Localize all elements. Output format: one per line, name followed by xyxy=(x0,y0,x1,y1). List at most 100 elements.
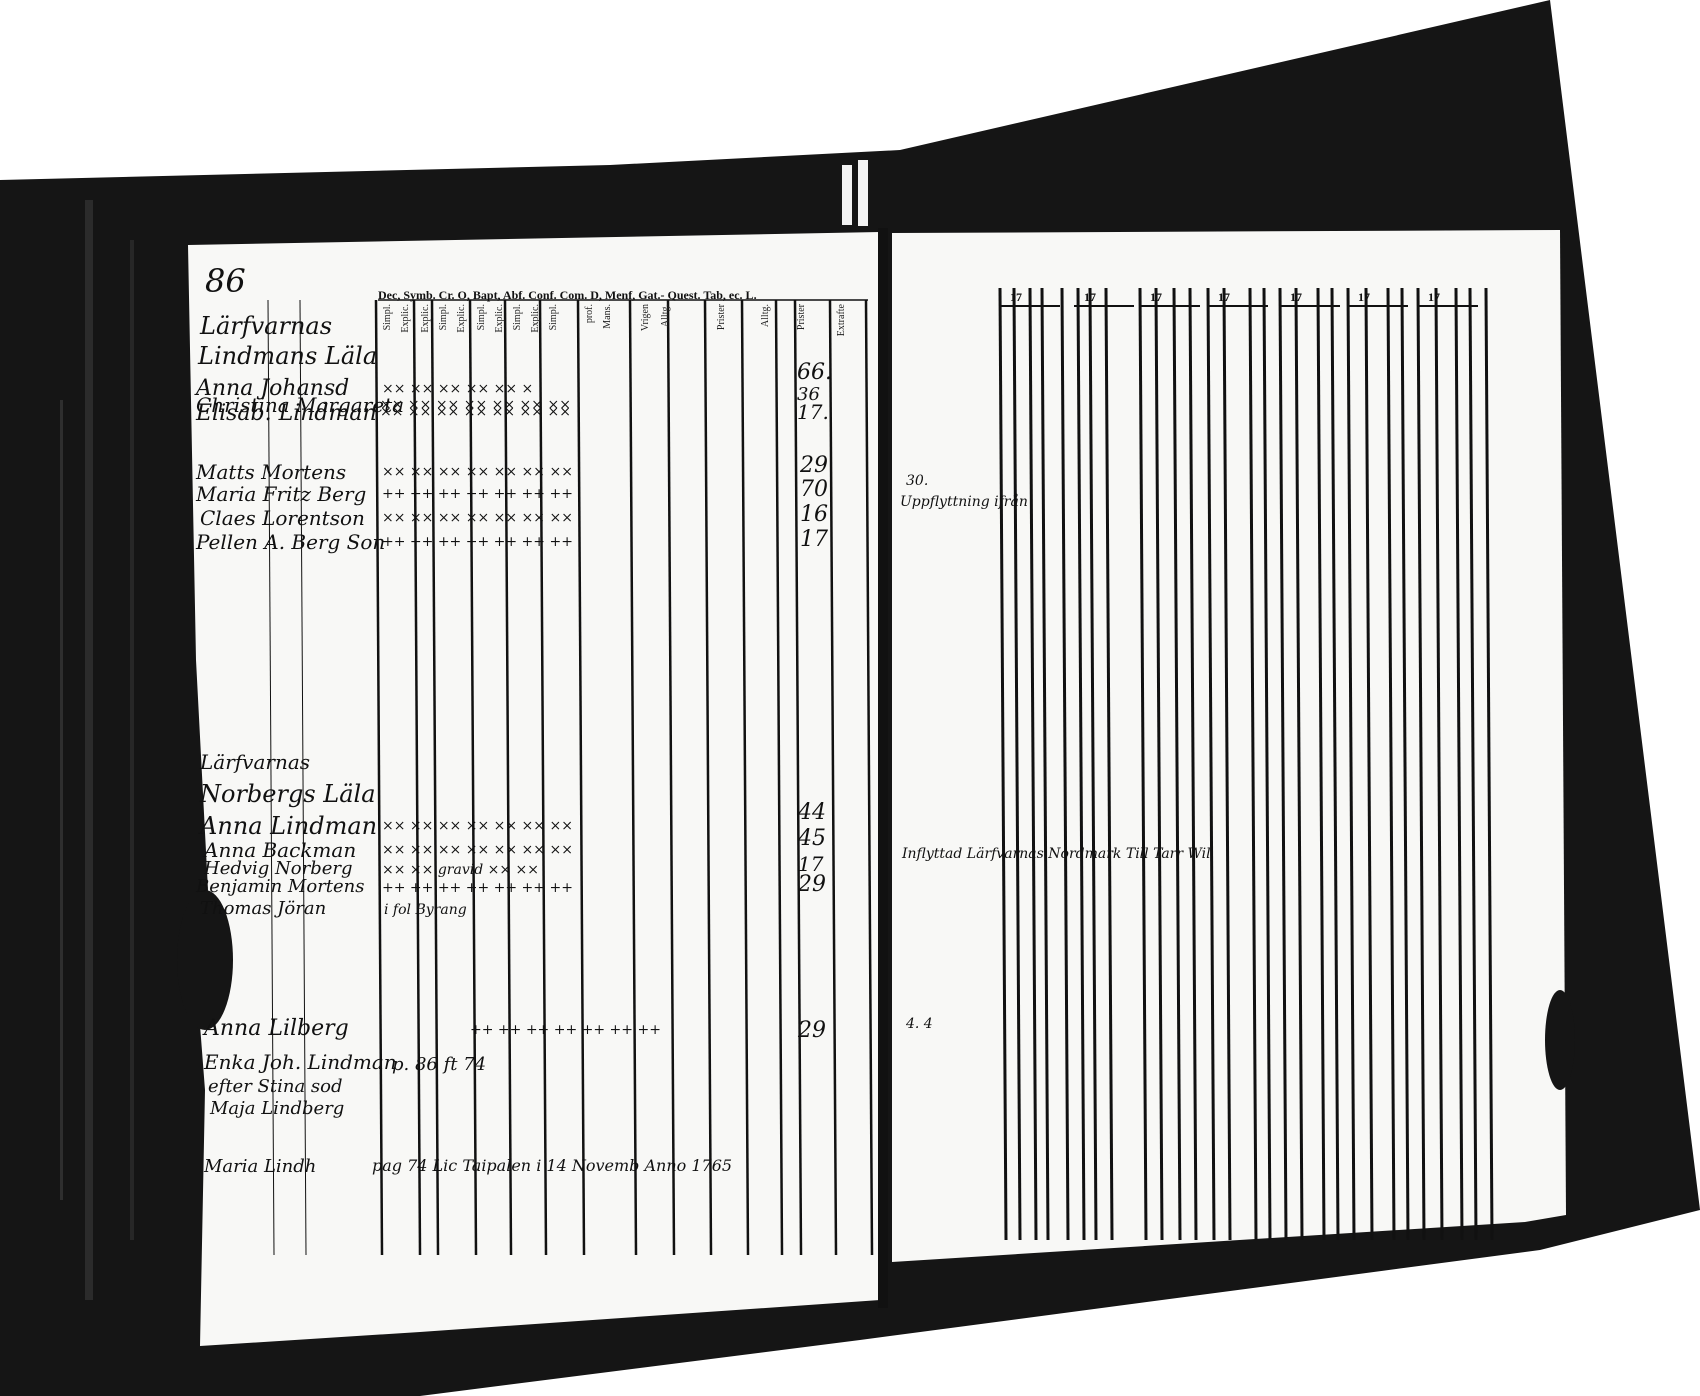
right-column-rule xyxy=(1364,287,1374,1241)
g3-r3-name: Hedvig Norberg xyxy=(204,858,353,879)
group3-heading: Lärfvarnas xyxy=(200,750,311,774)
g2-r1-name: Matts Mortens xyxy=(196,460,347,484)
sub-header: Simpl. xyxy=(512,304,523,331)
right-column-rule xyxy=(1416,287,1426,1241)
left-column-rule xyxy=(864,299,874,1256)
g4-r1-name: Anna Lilberg xyxy=(204,1016,349,1041)
right-column-rule xyxy=(1088,287,1098,1241)
g2-r1-marks: ×× ×× ×× ×× ×× ×× ×× xyxy=(382,464,573,480)
g2-r3-num: 16 xyxy=(800,502,828,527)
g4-right-note: 4. 4 xyxy=(906,1016,933,1032)
right-column-rule xyxy=(1012,287,1022,1241)
right-column-rule xyxy=(1154,287,1164,1241)
year-header: 17 xyxy=(1010,290,1022,304)
group1-farm: Lindmans Läla xyxy=(198,342,378,370)
right-column-rule xyxy=(1188,287,1198,1241)
g1-r1-marks: ×× ×× ×× ×× ×× × xyxy=(382,381,534,397)
right-column-rule xyxy=(1248,287,1258,1241)
right-column-rule xyxy=(1434,287,1444,1241)
right-column-rule xyxy=(1262,287,1272,1241)
g3-r4-marks: ++ ++ ++ ++ ++ ++ ++ xyxy=(382,880,573,896)
g2-right-num: 30. xyxy=(906,473,929,489)
sub-header: Simpl. xyxy=(548,304,559,331)
sub-header: prof. xyxy=(584,304,595,324)
right-column-rule xyxy=(1278,287,1288,1241)
g2-r4-name: Pellen A. Berg Son xyxy=(196,530,386,554)
group3-farm: Norbergs Läla xyxy=(200,780,376,808)
year-header: 17 xyxy=(1290,290,1302,304)
right-column-rule xyxy=(1104,287,1114,1241)
right-column-rule xyxy=(1454,287,1464,1241)
left-column-rule xyxy=(538,299,548,1256)
g3-r2-name: Anna Backman xyxy=(204,838,357,862)
sub-header: Alltg. xyxy=(660,304,671,328)
right-column-rule xyxy=(1206,287,1216,1241)
left-column-rule xyxy=(740,299,750,1256)
g1-r3-num: 17. xyxy=(797,400,829,424)
g2-r2-marks: ++ ++ ++ ++ ++ ++ ++ xyxy=(382,486,573,502)
g3-r4-num: 29 xyxy=(798,872,826,897)
g3-right-note: Inflyttad Lärfvarnas Nordmark Till Tarr … xyxy=(902,846,1211,862)
left-column-rule xyxy=(793,299,803,1256)
group1-heading: Lärfvarnas xyxy=(200,312,333,340)
g5-name: Maria Lindh xyxy=(204,1156,317,1177)
year-header: 17 xyxy=(1150,290,1162,304)
right-column-rule xyxy=(1076,287,1086,1241)
sub-header: Prister xyxy=(716,304,727,331)
sub-header: Prister xyxy=(796,304,807,331)
g2-r2-name: Maria Fritz Berg xyxy=(196,482,367,506)
sub-header: Alltg. xyxy=(760,304,771,328)
right-page-paper xyxy=(892,230,1566,1262)
right-column-rule xyxy=(1294,287,1304,1241)
year-header: 17 xyxy=(1084,290,1096,304)
g2-r3-name: Claes Lorentson xyxy=(200,506,365,530)
right-column-rule xyxy=(1138,287,1148,1241)
sub-header: Simpl. xyxy=(382,304,393,331)
g1-r1-name: Anna Johansd xyxy=(196,376,350,401)
g4-r1-num: 29 xyxy=(798,1018,826,1043)
g3-r4-name: Benjamin Mortens xyxy=(196,876,365,897)
g4-r3-name: efter Stina sod xyxy=(208,1076,343,1097)
sub-header: Explic. xyxy=(456,304,467,333)
g2-r4-marks: ++ ++ ++ ++ ++ ++ ++ xyxy=(382,534,573,550)
g2-r2-num: 70 xyxy=(800,477,828,502)
g3-r2-marks: ×× ×× ×× ×× ×× ×× ×× xyxy=(382,842,573,858)
left-column-rule xyxy=(576,299,586,1256)
left-column-rule xyxy=(828,299,838,1256)
g1-r2-name: Christina Margareta xyxy=(196,393,405,417)
sub-header: Explic. xyxy=(494,304,505,333)
g3-r1-num: 44 xyxy=(798,800,826,825)
right-column-rule xyxy=(1060,287,1070,1241)
sub-header: Explic. xyxy=(530,304,541,333)
g1-r3-name: Elisab. Lindman xyxy=(196,401,377,426)
g1-r3-marks: ×× ×× ×× ×× ×× ×× ×× xyxy=(380,404,571,420)
right-column-rule xyxy=(1330,287,1340,1241)
spine xyxy=(878,228,888,1308)
right-column-rule xyxy=(1172,287,1182,1241)
left-column-rule xyxy=(267,299,275,1256)
sub-header: Simpl. xyxy=(476,304,487,331)
sub-header: Explic. xyxy=(400,304,411,333)
sub-header: Mans. xyxy=(602,304,613,329)
right-column-rule xyxy=(1400,287,1410,1241)
g4-r1-marks: ++ ++ ++ ++ ++ ++ ++ xyxy=(470,1022,661,1038)
left-column-rule xyxy=(666,299,676,1256)
right-column-rule xyxy=(1346,287,1356,1241)
right-column-rule xyxy=(1040,287,1050,1241)
g4-r4-name: Maja Lindberg xyxy=(210,1098,345,1119)
right-column-rule xyxy=(998,287,1008,1241)
g2-r4-num: 17 xyxy=(800,527,828,552)
right-column-rule xyxy=(1028,287,1038,1241)
left-column-rule xyxy=(430,299,440,1256)
g3-r5-name: Thomas Jöran xyxy=(200,898,327,919)
g1-r2-num: 36 xyxy=(797,384,820,405)
g3-r1-name: Anna Lindman xyxy=(200,812,378,840)
right-column-rule xyxy=(1484,287,1494,1241)
right-column-rule xyxy=(1316,287,1326,1241)
left-column-rule xyxy=(374,299,384,1256)
g3-r2-num: 45 xyxy=(798,826,826,851)
right-column-rule xyxy=(1468,287,1478,1241)
g3-r3-marks: ×× ×× gravid ×× ×× xyxy=(382,862,539,878)
